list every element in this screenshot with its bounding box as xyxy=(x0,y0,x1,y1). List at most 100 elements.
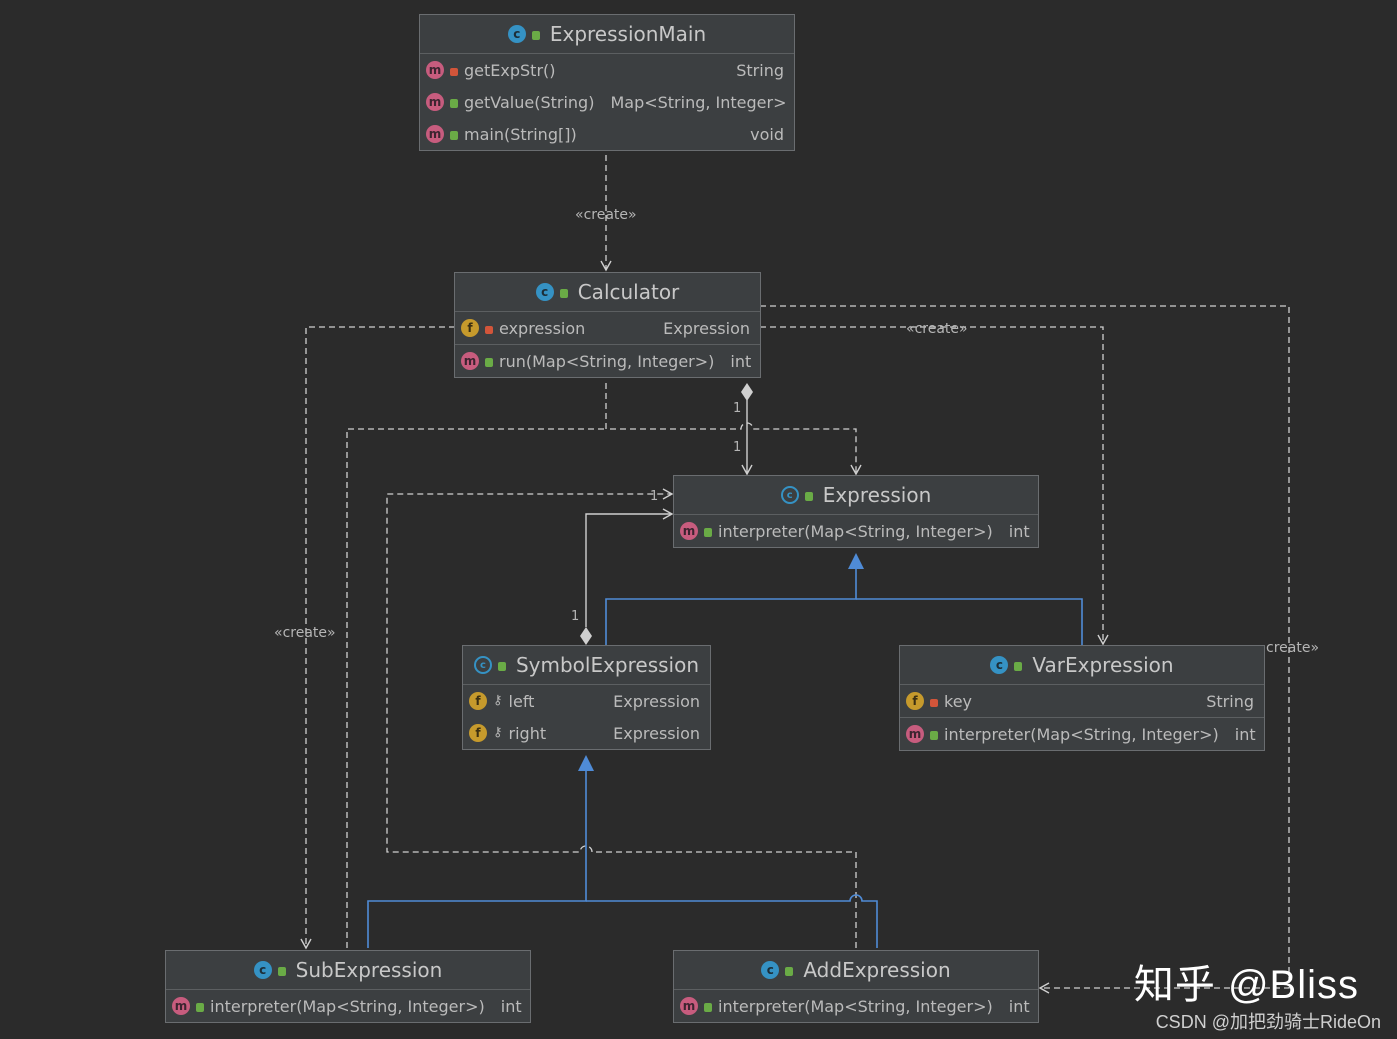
edge-calculator-creates-add xyxy=(760,305,1290,994)
method-row[interactable]: m run(Map<String, Integer>) int xyxy=(455,344,760,377)
class-name: SubExpression xyxy=(295,958,443,982)
member-type: Map<String, Integer> xyxy=(610,92,787,112)
field-icon: f xyxy=(469,724,487,742)
label-create-calculator-var: «create» xyxy=(906,321,968,337)
member-row[interactable]: m getValue(String) Map<String, Integer> xyxy=(420,86,794,118)
field-name: left xyxy=(508,691,535,711)
class-icon: c xyxy=(990,656,1009,674)
class-header[interactable]: c ExpressionMain xyxy=(420,15,794,54)
class-icon: c xyxy=(253,961,272,979)
edge-calculator-uses-expression xyxy=(605,383,862,476)
public-icon xyxy=(704,1002,712,1012)
class-sub-expression[interactable]: c SubExpression m interpreter(Map<String… xyxy=(165,950,531,1023)
field-icon: f xyxy=(461,319,479,337)
label-create-calculator-sub: «create» xyxy=(274,625,336,641)
method-icon: m xyxy=(906,725,924,743)
field-row[interactable]: f ⚷ left Expression xyxy=(463,685,710,717)
member-row[interactable]: m getExpStr() String xyxy=(420,54,794,86)
mult-symbol-source: 1 xyxy=(571,609,580,624)
class-name: Expression xyxy=(822,483,932,507)
class-icon: c xyxy=(761,961,780,979)
member-type: String xyxy=(736,60,784,80)
field-icon: f xyxy=(469,692,487,710)
class-name: SymbolExpression xyxy=(515,653,700,677)
protected-key-icon: ⚷ xyxy=(493,692,503,708)
method-name: interpreter(Map<String, Integer>) xyxy=(718,521,993,541)
mult-calculator-source: 1 xyxy=(733,401,742,416)
class-name: VarExpression xyxy=(1032,653,1174,677)
public-icon xyxy=(785,966,794,976)
method-type: int xyxy=(500,996,522,1016)
field-row[interactable]: f ⚷ right Expression xyxy=(463,717,710,749)
edge-sub-uses-expression xyxy=(346,428,606,948)
class-expression[interactable]: c Expression m interpreter(Map<String, I… xyxy=(673,475,1039,548)
method-row[interactable]: m interpreter(Map<String, Integer>) int xyxy=(900,717,1264,750)
public-icon xyxy=(196,1002,204,1012)
field-name: right xyxy=(508,723,547,743)
method-icon: m xyxy=(426,61,444,79)
field-type: Expression xyxy=(663,318,750,338)
public-icon xyxy=(450,130,458,140)
member-row[interactable]: m main(String[]) void xyxy=(420,118,794,150)
class-expression-main[interactable]: c ExpressionMain m getExpStr() String m … xyxy=(419,14,795,151)
method-icon: m xyxy=(426,93,444,111)
class-name: Calculator xyxy=(577,280,680,304)
class-symbol-expression[interactable]: c SymbolExpression f ⚷ left Expression f… xyxy=(462,645,711,750)
abstract-class-icon: c xyxy=(473,656,492,674)
method-icon: m xyxy=(461,352,479,370)
field-name: expression xyxy=(499,318,586,338)
class-header[interactable]: c AddExpression xyxy=(674,951,1038,990)
class-header[interactable]: c Calculator xyxy=(455,273,760,312)
field-type: String xyxy=(1206,691,1254,711)
field-icon: f xyxy=(906,692,924,710)
class-var-expression[interactable]: c VarExpression f key String m interpret… xyxy=(899,645,1265,751)
method-row[interactable]: m interpreter(Map<String, Integer>) int xyxy=(674,990,1038,1022)
mult-symbol-target: 1 xyxy=(650,489,659,504)
public-icon xyxy=(531,30,540,40)
edge-calculator-creates-sub xyxy=(300,326,455,950)
member-name: main(String[]) xyxy=(464,124,577,144)
class-add-expression[interactable]: c AddExpression m interpreter(Map<String… xyxy=(673,950,1039,1023)
public-icon xyxy=(485,357,493,367)
class-calculator[interactable]: c Calculator f expression Expression m r… xyxy=(454,272,761,378)
method-row[interactable]: m interpreter(Map<String, Integer>) int xyxy=(674,515,1038,547)
symbol-inheritance-arrow xyxy=(578,755,594,771)
method-type: int xyxy=(1008,996,1030,1016)
method-type: int xyxy=(1008,521,1030,541)
edge-add-uses-expression xyxy=(386,488,857,948)
abstract-class-icon: c xyxy=(780,486,799,504)
member-type: void xyxy=(750,124,784,144)
public-icon xyxy=(559,288,568,298)
class-icon: c xyxy=(535,283,554,301)
class-header[interactable]: c VarExpression xyxy=(900,646,1264,685)
method-row[interactable]: m interpreter(Map<String, Integer>) int xyxy=(166,990,530,1022)
zhihu-watermark: 知乎 @Bliss xyxy=(1133,963,1359,1007)
class-header[interactable]: c Expression xyxy=(674,476,1038,515)
public-icon xyxy=(450,98,458,108)
method-icon: m xyxy=(426,125,444,143)
edge-add-extends-symbol xyxy=(586,894,878,948)
method-icon: m xyxy=(680,522,698,540)
public-icon xyxy=(704,527,712,537)
method-type: int xyxy=(730,351,752,371)
class-header[interactable]: c SymbolExpression xyxy=(463,646,710,685)
class-header[interactable]: c SubExpression xyxy=(166,951,530,990)
field-row[interactable]: f key String xyxy=(900,685,1264,717)
calculator-aggregation-diamond xyxy=(741,383,753,401)
method-name: interpreter(Map<String, Integer>) xyxy=(718,996,993,1016)
public-icon xyxy=(1014,661,1023,671)
method-name: run(Map<String, Integer>) xyxy=(499,351,715,371)
edge-calculator-creates-var xyxy=(760,326,1109,646)
private-icon xyxy=(485,325,493,334)
class-icon: c xyxy=(507,25,526,43)
member-name: getValue(String) xyxy=(464,92,595,112)
field-type: Expression xyxy=(613,723,700,743)
public-icon xyxy=(497,661,506,671)
edge-sub-extends-symbol xyxy=(367,771,587,948)
edge-symbol-extends-expression xyxy=(605,568,857,645)
protected-key-icon: ⚷ xyxy=(493,724,503,740)
field-row[interactable]: f expression Expression xyxy=(455,312,760,344)
mult-calculator-target: 1 xyxy=(733,440,742,455)
label-create-main-calculator: «create» xyxy=(575,207,637,223)
